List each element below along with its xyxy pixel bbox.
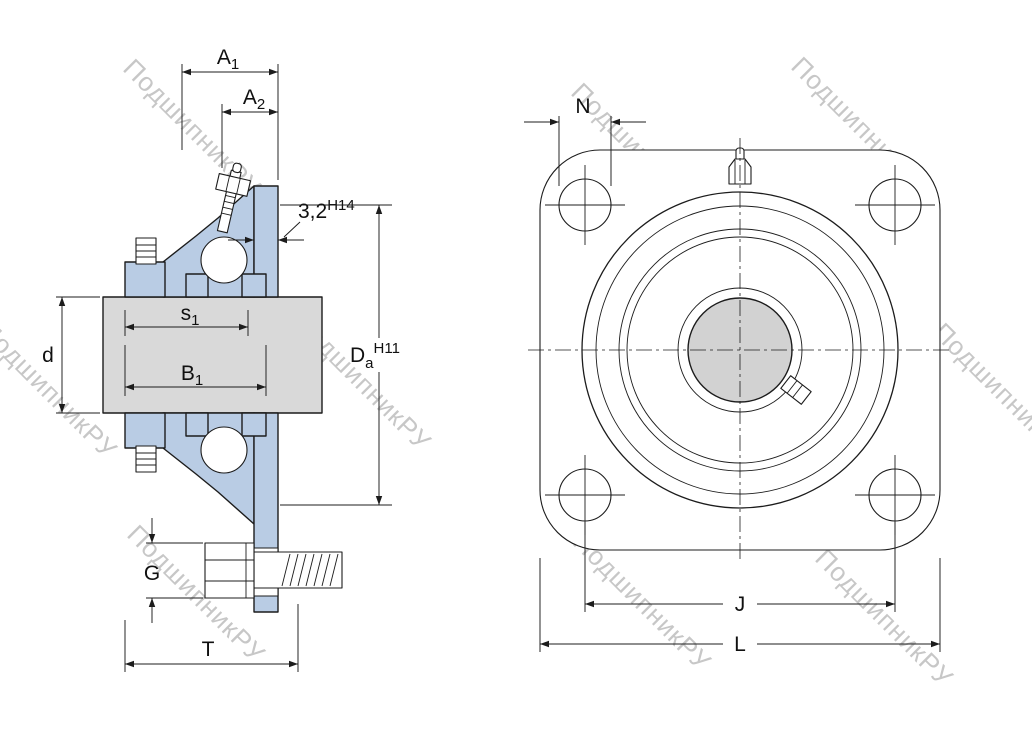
grub-screw-lower — [135, 445, 157, 473]
inner-ring-lower-right — [241, 412, 267, 437]
dim-l-label: L — [734, 633, 746, 656]
inner-ring-upper-right — [241, 273, 267, 298]
dim-b1-label: B1 — [181, 362, 203, 389]
inner-ring-lower-left — [185, 412, 209, 437]
bolt-hex-head — [204, 542, 255, 599]
mounting-bolt — [204, 542, 343, 599]
dim-j: J — [584, 522, 896, 616]
dim-l: L — [539, 558, 941, 656]
dim-g-label: G — [144, 562, 160, 585]
dim-g: G — [144, 518, 203, 623]
thread-line — [224, 200, 235, 205]
dim-surface-label: 3,2H14 — [298, 197, 355, 223]
dim-s1: s1 — [124, 302, 249, 336]
grub-screw-upper — [135, 237, 157, 265]
inner-ring-upper-left — [185, 273, 209, 298]
thread-line — [221, 212, 232, 216]
nut-facet-line — [225, 175, 230, 192]
dim-s1-label: s1 — [181, 302, 200, 329]
side-view: A1 A2 3,2H14 s1 — [42, 46, 400, 672]
locking-collar-lower — [124, 412, 166, 449]
dim-surface-3-2: 3,2H14 — [228, 197, 355, 244]
dim-d: d — [42, 296, 100, 414]
dim-da: DaH11 — [280, 204, 400, 506]
dim-j-label: J — [735, 593, 746, 616]
bolt-shank — [253, 551, 343, 589]
dim-t: T — [124, 604, 299, 672]
dim-b1: B1 — [124, 345, 267, 396]
locking-collar-upper — [124, 261, 166, 298]
leader-line — [283, 221, 301, 238]
bolt-hole-crosshairs — [545, 165, 935, 535]
dim-t-label: T — [202, 638, 215, 661]
bearing-ball-upper — [200, 236, 248, 284]
bolt-thread-hatch — [281, 553, 339, 587]
dim-a1-label: A1 — [217, 46, 239, 73]
set-screw-body — [780, 375, 812, 405]
dim-a1: A1 — [181, 46, 279, 180]
bolt-holes — [545, 165, 935, 535]
dim-n: N — [524, 95, 646, 186]
bearing-ball-lower — [200, 426, 248, 474]
dim-a2: A2 — [221, 86, 278, 168]
grease-stud — [215, 162, 252, 234]
dim-a2-label: A2 — [243, 86, 265, 113]
set-screw-line — [786, 380, 798, 394]
set-screw — [780, 375, 812, 405]
dim-d-label: d — [42, 344, 54, 367]
dim-n-label: N — [575, 95, 590, 118]
front-view: N J L — [524, 95, 952, 656]
hex-nut — [215, 172, 252, 197]
shaft — [102, 296, 323, 414]
stud-tip — [232, 162, 242, 174]
set-screw-line — [792, 384, 803, 398]
thread-line — [222, 206, 233, 210]
dim-da-label: DaH11 — [350, 340, 400, 372]
thread-line — [225, 195, 236, 199]
nut-facet-line — [236, 178, 241, 195]
